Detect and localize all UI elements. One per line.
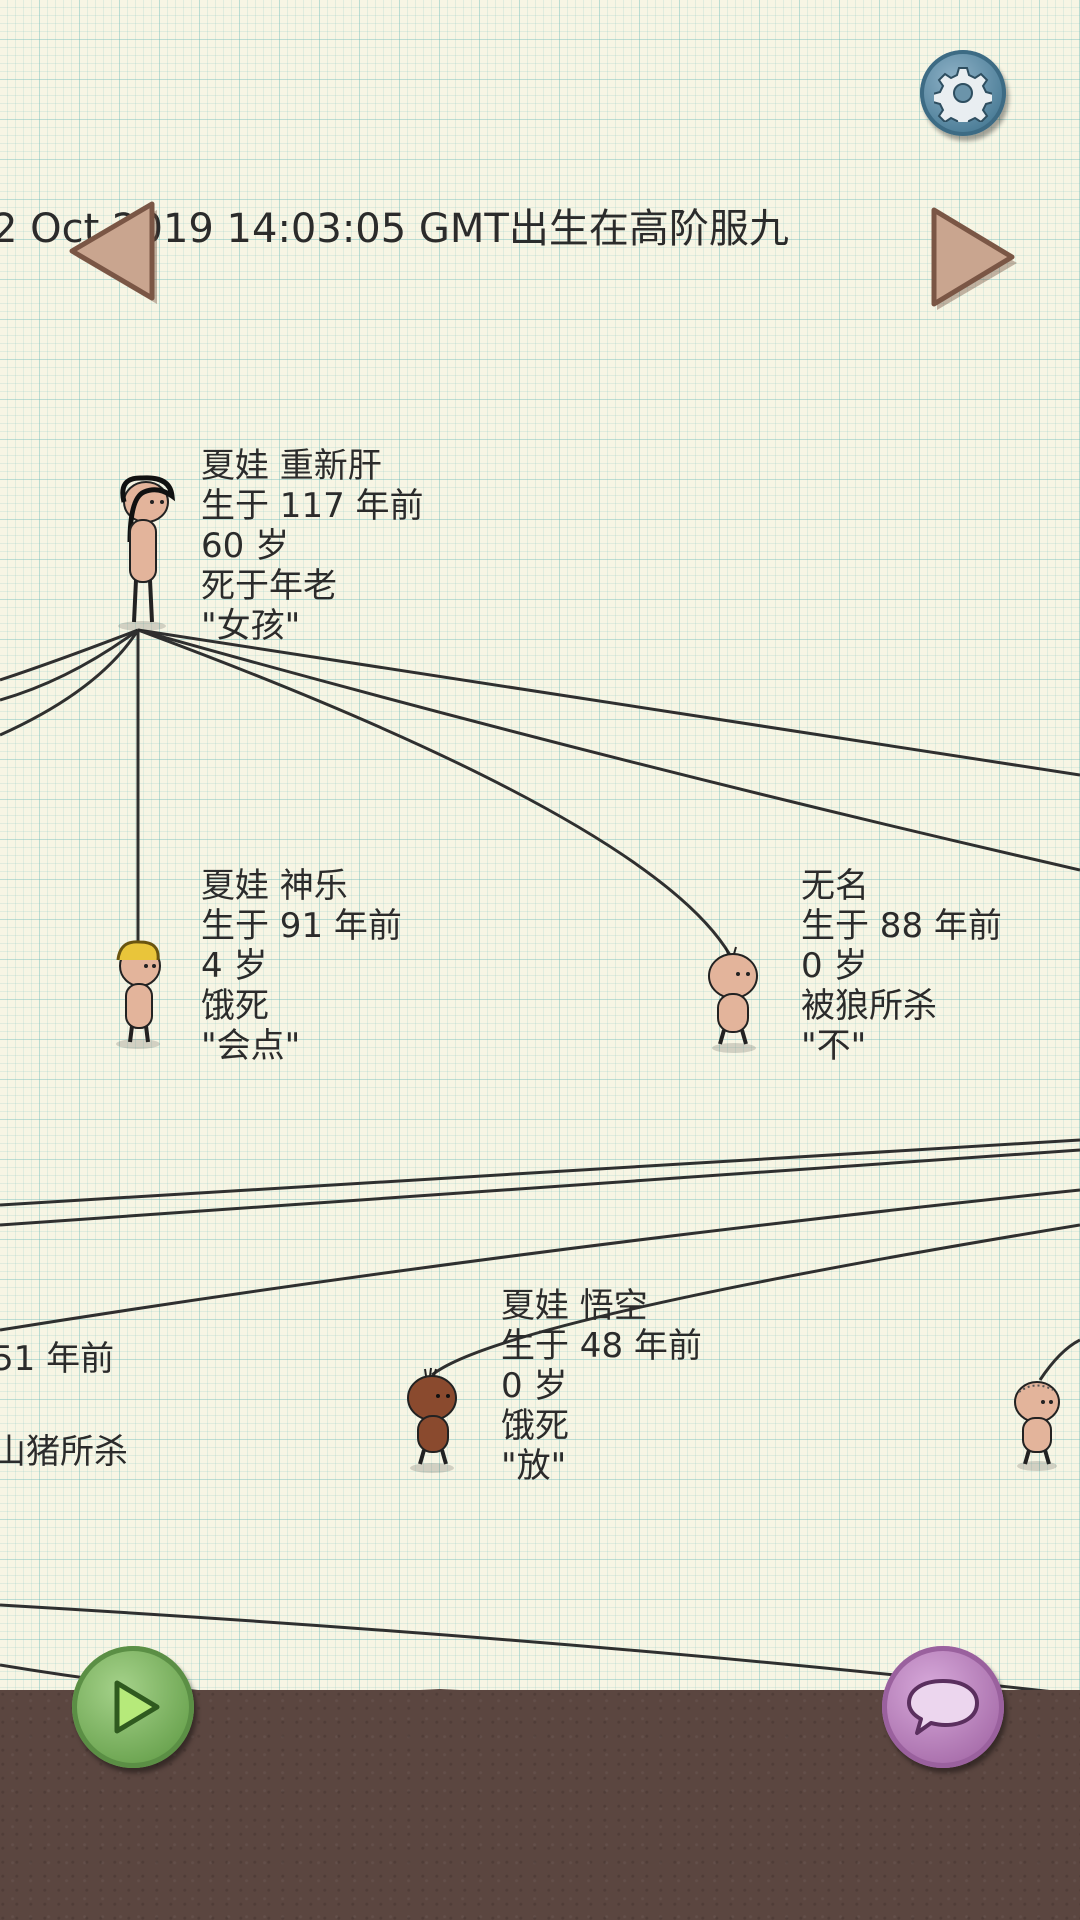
person-info-3: 无名 生于 88 年前 0 岁 被狼所杀 "不"	[801, 866, 1002, 1066]
person-age: 0 岁	[501, 1366, 568, 1406]
person-death: 饿死	[201, 986, 269, 1026]
person-quote: "女孩"	[201, 606, 301, 646]
person-name: 夏娃 重新肝	[201, 446, 382, 486]
person-born: 生于 117 年前	[201, 486, 424, 526]
person-info-partial: 51 年前 山猪所杀	[0, 1339, 128, 1472]
next-button[interactable]	[928, 204, 1018, 318]
person-info-1: 夏娃 重新肝 生于 117 年前 60 岁 死于年老 "女孩"	[201, 446, 424, 646]
arrow-left-icon	[69, 201, 157, 304]
person-name: 夏娃 悟空	[501, 1286, 648, 1326]
character-figure-2[interactable]	[102, 930, 172, 1050]
person-age: 4 岁	[201, 946, 268, 986]
character-figure-1[interactable]	[108, 472, 188, 632]
character-figure-5[interactable]	[1005, 1372, 1075, 1472]
arrow-right-icon	[931, 207, 1017, 310]
chat-button[interactable]	[882, 1646, 1004, 1768]
person-quote: "放"	[501, 1446, 567, 1486]
person-death-partial: 山猪所杀	[0, 1432, 128, 1472]
person-born: 生于 88 年前	[801, 906, 1002, 946]
play-button[interactable]	[72, 1646, 194, 1768]
person-born: 生于 48 年前	[501, 1326, 702, 1366]
character-figure-4[interactable]	[398, 1364, 468, 1474]
previous-button[interactable]	[68, 198, 158, 312]
person-quote: "会点"	[201, 1026, 301, 1066]
person-age: 60 岁	[201, 526, 290, 566]
character-figure-3[interactable]	[700, 944, 770, 1054]
person-info-2: 夏娃 神乐 生于 91 年前 4 岁 饿死 "会点"	[201, 866, 402, 1066]
settings-button[interactable]	[920, 50, 1006, 136]
person-name: 夏娃 神乐	[201, 866, 348, 906]
person-born: 生于 91 年前	[201, 906, 402, 946]
person-death: 死于年老	[201, 566, 337, 606]
person-quote: "不"	[801, 1026, 867, 1066]
gear-icon	[934, 67, 992, 122]
play-icon	[114, 1680, 160, 1734]
person-born-partial: 51 年前	[0, 1339, 115, 1379]
person-name: 无名	[801, 866, 869, 906]
person-death: 饿死	[501, 1406, 569, 1446]
person-age: 0 岁	[801, 946, 868, 986]
speech-bubble-icon	[907, 1679, 979, 1735]
person-info-4: 夏娃 悟空 生于 48 年前 0 岁 饿死 "放"	[501, 1286, 702, 1486]
person-death: 被狼所杀	[801, 986, 937, 1026]
